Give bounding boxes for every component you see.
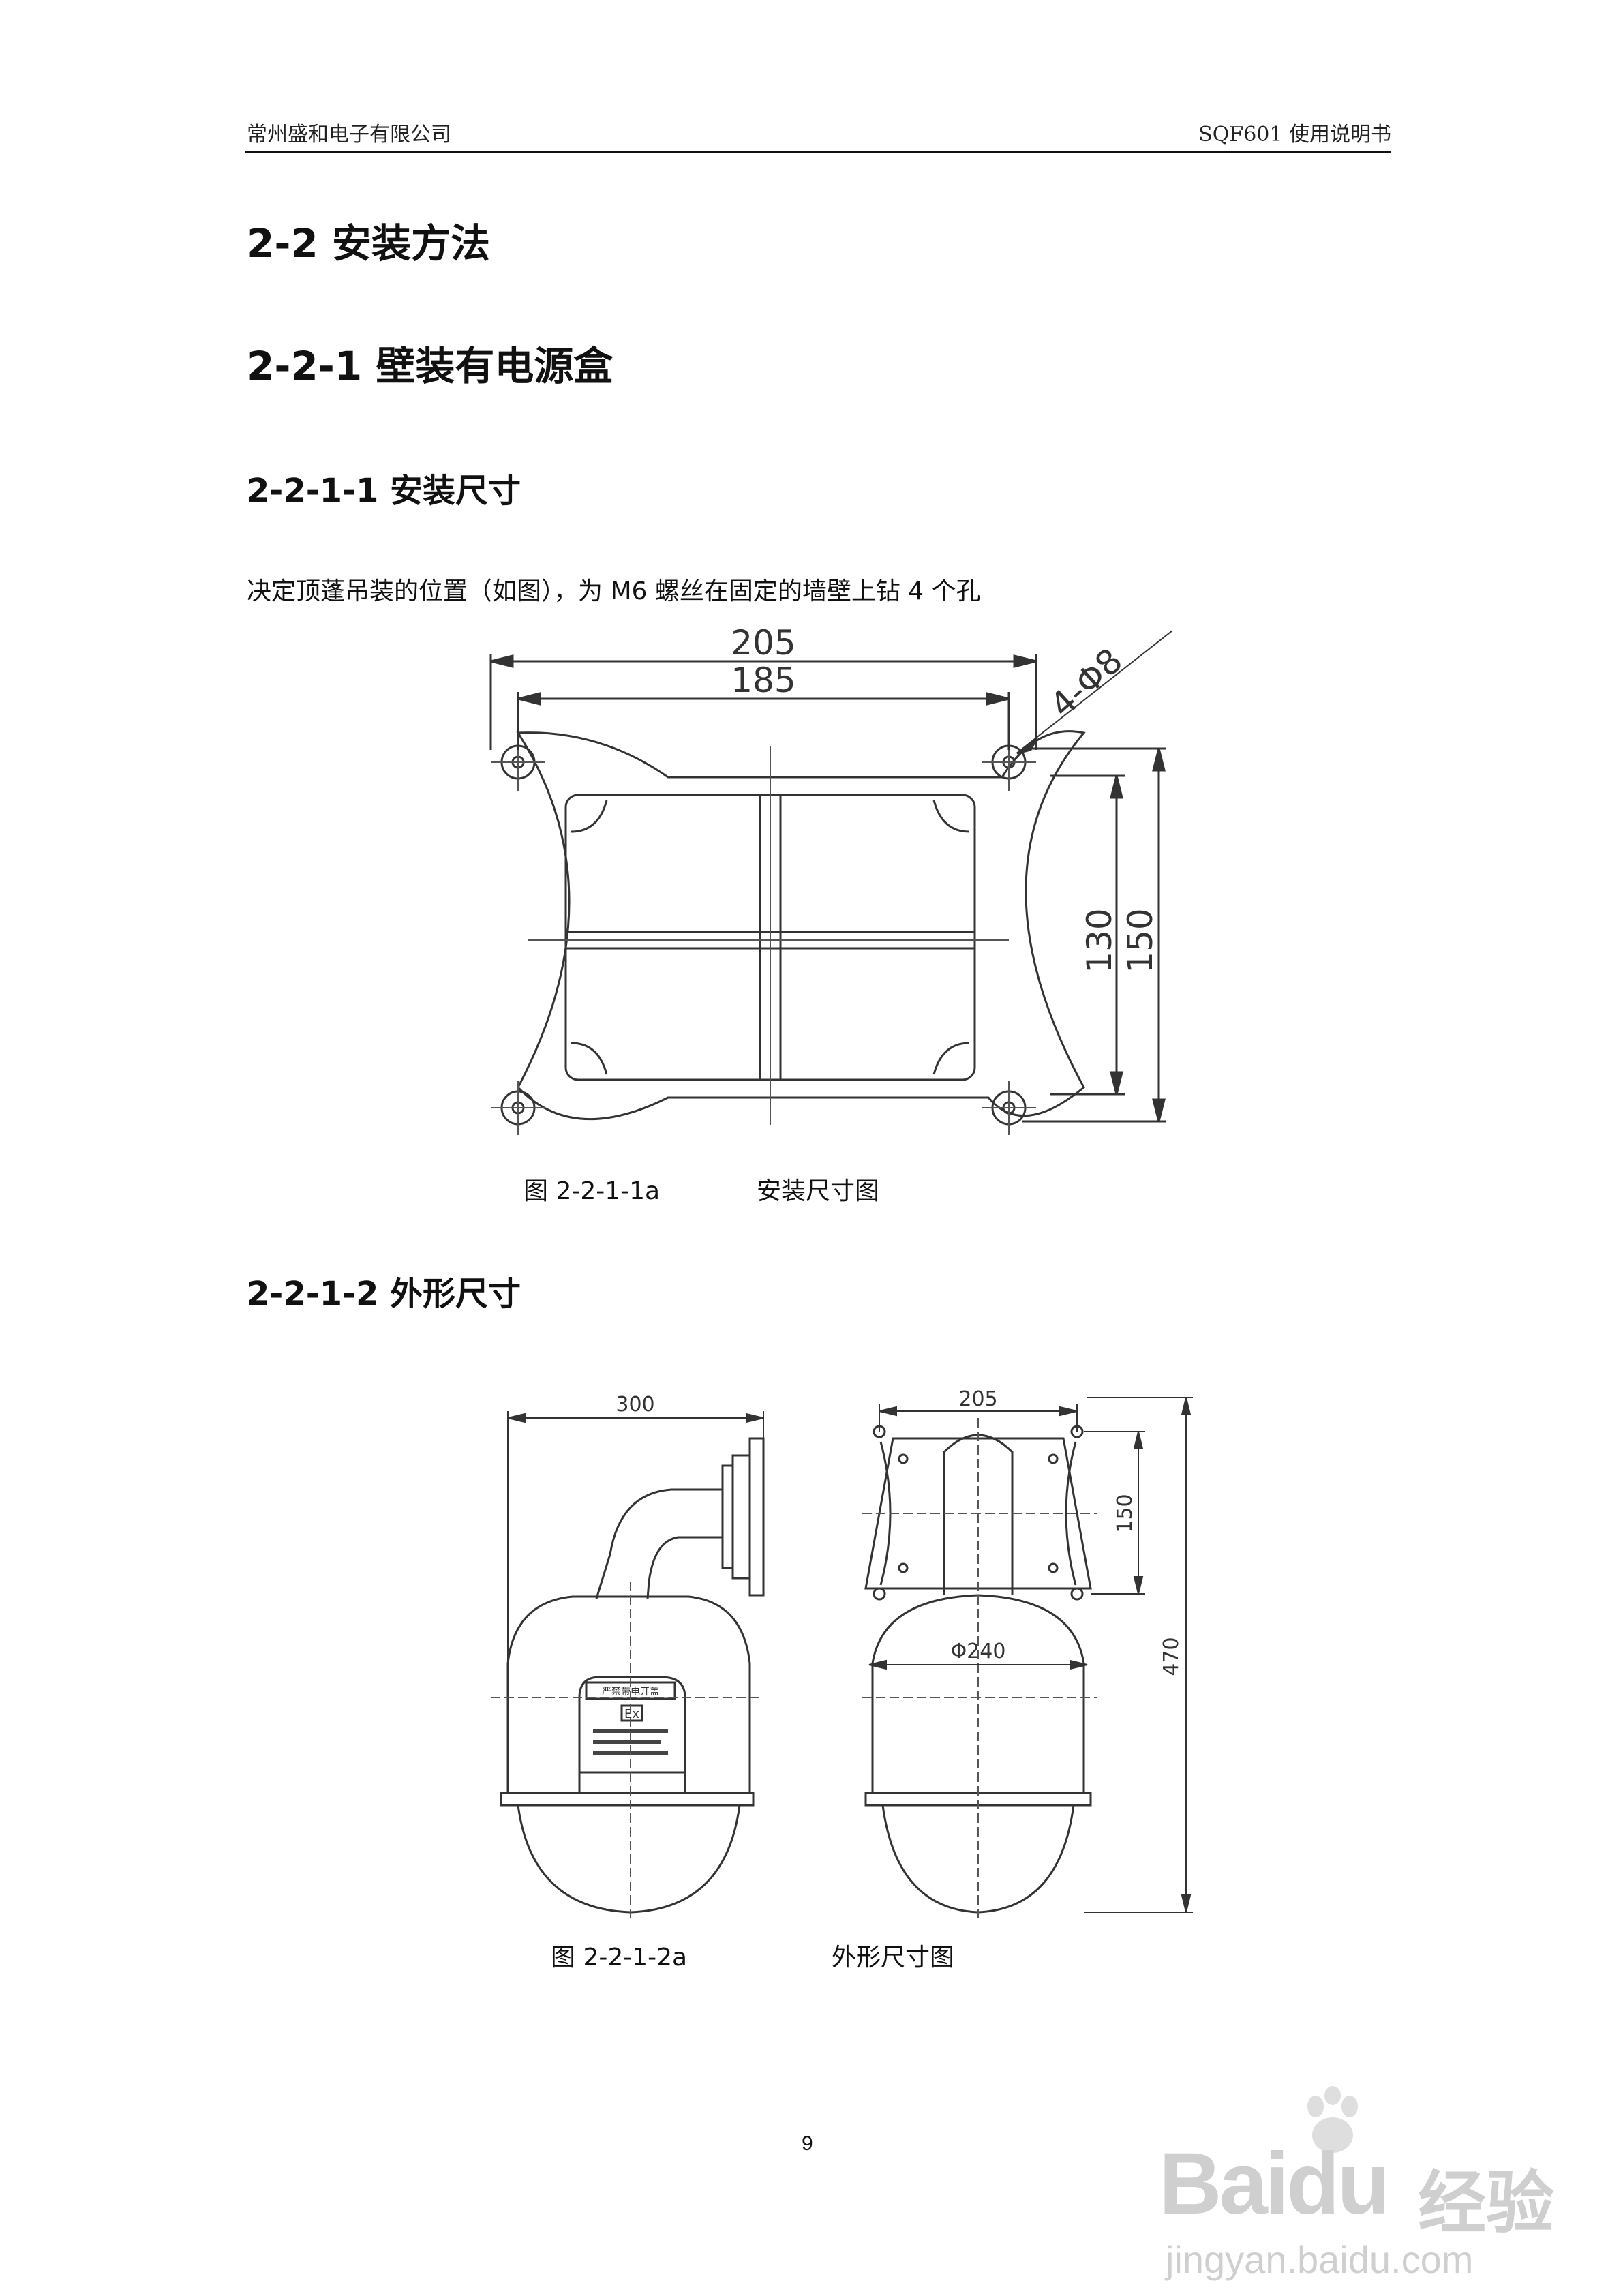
figure2-caption-title: 外形尺寸图 [832, 1944, 955, 1972]
dim-inner-height: 130 [1080, 908, 1119, 973]
dim-holes: 4-Φ8 [1042, 641, 1130, 725]
mounting-dimension-drawing: 205 185 4-Φ8 130 150 [489, 623, 1173, 1135]
front-dim-plate-height: 150 [1113, 1494, 1137, 1532]
page-number: 9 [802, 2132, 813, 2155]
watermark-product: 经验 [1418, 2163, 1554, 2243]
side-dim-width: 300 [616, 1393, 654, 1417]
dim-inner-width: 185 [731, 661, 795, 700]
side-view [500, 1437, 765, 1914]
watermark-brand: Baidu [1159, 2135, 1391, 2233]
front-dim-diameter: Φ240 [951, 1640, 1006, 1663]
side-ex-mark: Ex [624, 1707, 639, 1721]
front-dim-total-height: 470 [1159, 1637, 1183, 1676]
watermark-url: jingyan.baidu.com [1166, 2238, 1474, 2281]
outline-dimension-drawing: 严禁带电开盖 Ex 300 [491, 1387, 1193, 1919]
header-rule [245, 151, 1391, 153]
figure1-caption-title: 安装尺寸图 [757, 1177, 880, 1205]
header-manual-title: SQF601 使用说明书 [1198, 123, 1391, 147]
dim-outer-width: 205 [731, 623, 795, 663]
sub1-text: 决定顶蓬吊装的位置（如图），为 M6 螺丝在固定的墙壁上钻 4 个孔 [247, 577, 981, 605]
sub1-title: 2-2-1-1 安装尺寸 [247, 472, 521, 510]
dim-outer-height: 150 [1121, 908, 1160, 973]
figure1-caption-number: 图 2-2-1-1a [524, 1177, 661, 1205]
plate-outline [516, 730, 1086, 1121]
header-company: 常州盛和电子有限公司 [247, 123, 451, 147]
figure2-caption-number: 图 2-2-1-2a [551, 1944, 688, 1972]
sub2-title: 2-2-1-2 外形尺寸 [247, 1275, 521, 1313]
front-dim-width: 205 [958, 1387, 997, 1411]
paw-icon [1307, 2086, 1358, 2153]
front-view [864, 1425, 1092, 1914]
section-title: 2-2 安装方法 [247, 220, 490, 267]
baidu-jingyan-watermark: Baidu 经验 jingyan.baidu.com [1159, 2086, 1609, 2284]
subsection-title: 2-2-1 壁装有电源盒 [247, 343, 613, 389]
